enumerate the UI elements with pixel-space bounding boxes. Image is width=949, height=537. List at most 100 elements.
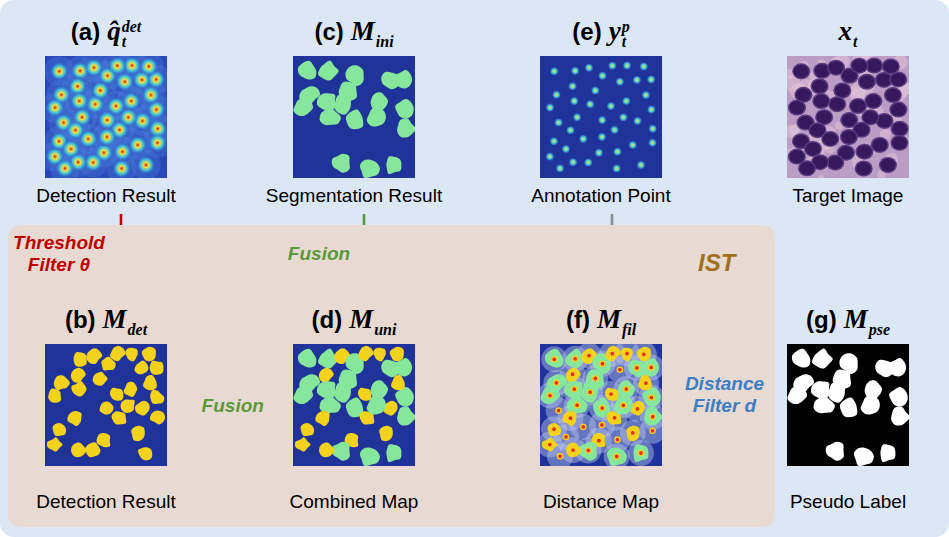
subscript: uni	[374, 322, 396, 337]
cell-blob	[607, 448, 627, 466]
cell-blob	[891, 406, 909, 425]
image-ground	[293, 56, 415, 178]
cell-blob	[854, 448, 874, 466]
math-symbol: q̂	[107, 16, 121, 46]
math-symbol: M	[844, 304, 868, 334]
cell-blob	[605, 346, 621, 361]
cell-blob	[134, 361, 148, 375]
cell-blob	[367, 108, 386, 127]
cell-blob	[545, 349, 564, 368]
script-stack: fil	[622, 307, 636, 337]
cell-blob	[110, 388, 123, 401]
cell-blob	[394, 70, 412, 89]
panel-tag: (e)	[572, 18, 601, 45]
cell-blob	[315, 411, 329, 426]
subscript: t	[853, 34, 857, 49]
subscript: t	[622, 34, 630, 49]
cell-blob	[142, 347, 156, 362]
cell-blob	[121, 399, 135, 412]
cell-blob	[562, 411, 576, 426]
cell-blob	[298, 349, 317, 368]
det-image	[45, 344, 167, 466]
image-ground	[293, 344, 415, 466]
cell-blob	[633, 444, 648, 462]
panel-tag: (g)	[806, 306, 837, 333]
panel-tag: (c)	[314, 18, 343, 45]
panel-heading: (g) Mpse	[778, 300, 918, 338]
panel-heading: xt	[778, 12, 918, 50]
panel-caption: Segmentation Result	[259, 184, 450, 208]
cell-blob	[332, 154, 350, 173]
image-ground	[540, 56, 662, 178]
image-panel: xtTarget Image	[778, 12, 918, 208]
cell-blob	[293, 98, 313, 116]
cell-blob	[542, 437, 558, 451]
script-stack: dett	[122, 19, 142, 49]
subscript: ini	[376, 34, 394, 49]
cell-blob	[637, 347, 651, 362]
script-stack: pse	[869, 307, 890, 337]
image-panel: (a) q̂dettDetection Result	[29, 12, 183, 208]
he-image	[787, 56, 909, 178]
cell-blob	[143, 375, 157, 390]
pts-image	[540, 56, 662, 178]
panel-tag: (f)	[566, 306, 590, 333]
cell-blob	[150, 411, 165, 425]
cell-blob	[301, 423, 315, 436]
panel-tag: (d)	[312, 306, 343, 333]
panel-tag: (a)	[71, 18, 100, 45]
panel-caption: Combined Map	[283, 490, 426, 514]
cell-blob	[360, 448, 380, 466]
fil-image	[540, 344, 662, 466]
cell-blob	[814, 396, 835, 413]
panel-caption: Detection Result	[29, 490, 183, 514]
cell-blob	[638, 375, 652, 390]
cell-blob	[110, 346, 126, 361]
panel-caption: Detection Result	[29, 184, 183, 208]
math-symbol: M	[349, 304, 373, 334]
cell-blob	[787, 386, 807, 404]
script-stack: uni	[374, 307, 396, 337]
cell-blob	[67, 411, 81, 426]
cell-blob	[390, 347, 404, 362]
image-panel: (f)MfilDistance Map	[531, 300, 671, 514]
script-stack: pt	[622, 19, 630, 49]
cell-blob	[339, 370, 357, 389]
cell-blob	[367, 396, 386, 415]
cell-blob	[93, 372, 108, 386]
math-symbol: M	[103, 304, 127, 334]
process-band: IST(b)MdetDetection Result(d)MuniCombine…	[8, 225, 775, 527]
cell-blob	[318, 61, 339, 81]
cell-blob	[579, 442, 597, 461]
panel-caption: Annotation Point	[524, 184, 678, 208]
panel-heading: (a) q̂dett	[29, 12, 183, 50]
panel-heading: (f)Mfil	[531, 300, 671, 338]
cell-blob	[566, 368, 581, 383]
cell-blob	[880, 444, 895, 462]
cell-blob	[86, 348, 102, 364]
heat-image	[45, 56, 167, 178]
cell-blob	[317, 93, 336, 111]
cell-blob	[74, 352, 87, 367]
cell-blob	[792, 349, 811, 368]
cell-blob	[125, 348, 137, 362]
seg-image	[293, 56, 415, 178]
cell-blob	[567, 396, 588, 413]
cell-blob	[391, 375, 405, 390]
script-stack: det	[128, 307, 148, 337]
cell-blob	[614, 396, 633, 415]
cell-blob	[812, 349, 833, 369]
cell-blob	[320, 396, 341, 413]
script-stack: ini	[376, 19, 394, 49]
subscript: pse	[869, 322, 890, 337]
cell-blob	[54, 375, 70, 390]
cell-blob	[360, 160, 380, 178]
cell-blob	[833, 370, 851, 389]
panel-heading: (e)ypt	[524, 12, 678, 50]
panel-heading: (c)Mini	[259, 12, 450, 50]
panel-caption: Pseudo Label	[778, 490, 918, 514]
edge-label: Threshold Filter θ	[7, 232, 111, 276]
image-panel: (g) MpsePseudo Label	[778, 300, 918, 514]
